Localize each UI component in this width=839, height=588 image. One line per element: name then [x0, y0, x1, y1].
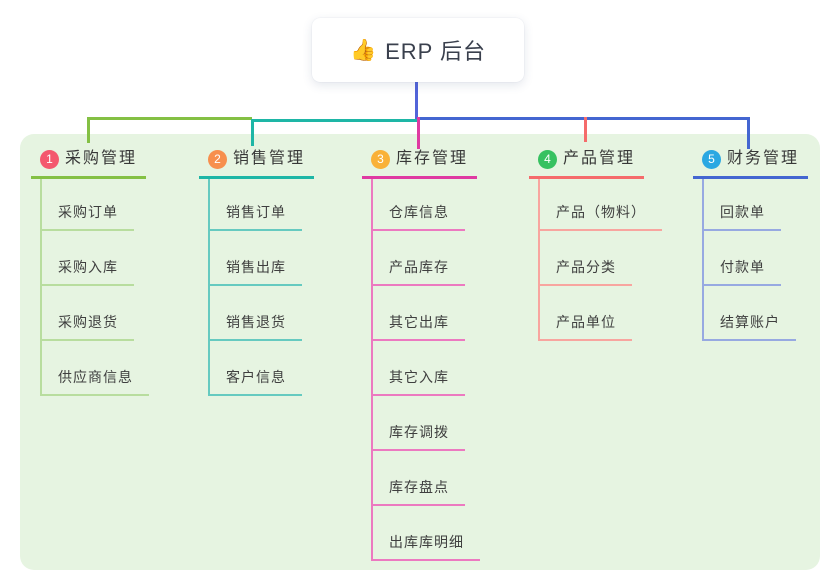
branch-number-badge: 1	[40, 149, 59, 169]
thumbs-up-icon: 👍	[349, 38, 377, 62]
branch-title[interactable]: 3 库存管理	[362, 149, 477, 179]
child-node: 产品分类	[538, 231, 662, 286]
branch-title-label: 销售管理	[233, 150, 306, 167]
child-node: 付款单	[702, 231, 808, 286]
branch-children: 采购订单采购入库采购退货供应商信息	[40, 179, 149, 396]
child-node-label[interactable]: 产品分类	[538, 257, 632, 286]
child-node: 销售出库	[208, 231, 314, 286]
rail-segment	[88, 117, 252, 120]
child-node: 回款单	[702, 179, 808, 231]
child-node-label[interactable]: 产品（物料）	[538, 202, 662, 231]
child-node-label[interactable]: 出库库明细	[371, 532, 480, 561]
child-node-label[interactable]: 库存盘点	[371, 477, 465, 506]
child-node: 出库库明细	[371, 506, 480, 561]
child-node-label[interactable]: 供应商信息	[40, 367, 149, 396]
child-node: 采购订单	[40, 179, 149, 231]
branch-children: 销售订单销售出库销售退货客户信息	[208, 179, 314, 396]
branch-drop-line	[583, 117, 587, 142]
child-node: 销售订单	[208, 179, 314, 231]
child-node: 仓库信息	[371, 179, 480, 231]
child-node-label[interactable]: 采购入库	[40, 257, 134, 286]
branch-drop-line	[416, 117, 420, 149]
background-panel	[20, 134, 820, 570]
child-node-label[interactable]: 产品单位	[538, 312, 632, 341]
child-node: 产品库存	[371, 231, 480, 286]
branch-title-label: 财务管理	[727, 150, 800, 167]
rail-segment	[416, 117, 750, 120]
branch-number-badge: 2	[208, 149, 227, 169]
child-node-label[interactable]: 付款单	[702, 257, 781, 286]
branch-title-label: 库存管理	[396, 150, 469, 167]
root-stem-line	[415, 82, 418, 120]
child-node: 销售退货	[208, 286, 314, 341]
root-node-label: ERP 后台	[385, 39, 487, 64]
branch-title[interactable]: 4 产品管理	[529, 149, 644, 179]
branch-children: 回款单付款单结算账户	[702, 179, 808, 341]
branch-title-label: 产品管理	[563, 150, 636, 167]
child-node-label[interactable]: 其它出库	[371, 312, 465, 341]
branch-title[interactable]: 1 采购管理	[31, 149, 146, 179]
child-node: 采购入库	[40, 231, 149, 286]
branch-销售管理: 2 销售管理销售订单销售出库销售退货客户信息	[199, 149, 314, 396]
child-node: 其它出库	[371, 286, 480, 341]
branch-title[interactable]: 2 销售管理	[199, 149, 314, 179]
child-node-label[interactable]: 库存调拨	[371, 422, 465, 451]
branch-采购管理: 1 采购管理采购订单采购入库采购退货供应商信息	[31, 149, 149, 396]
branch-number-badge: 4	[538, 149, 557, 169]
child-node-label[interactable]: 销售订单	[208, 202, 302, 231]
branch-财务管理: 5 财务管理回款单付款单结算账户	[693, 149, 808, 341]
branch-number-badge: 5	[702, 149, 721, 169]
branch-产品管理: 4 产品管理产品（物料） 产品分类产品单位	[529, 149, 662, 341]
branch-children: 仓库信息产品库存其它出库其它入库库存调拨库存盘点出库库明细	[371, 179, 480, 561]
branch-drop-line	[250, 119, 254, 146]
child-node-label[interactable]: 其它入库	[371, 367, 465, 396]
root-node[interactable]: 👍 ERP 后台	[312, 18, 524, 82]
child-node: 结算账户	[702, 286, 808, 341]
child-node: 库存调拨	[371, 396, 480, 451]
child-node-label[interactable]: 产品库存	[371, 257, 465, 286]
branch-children: 产品（物料） 产品分类产品单位	[538, 179, 662, 341]
child-node-label[interactable]: 销售退货	[208, 312, 302, 341]
branch-库存管理: 3 库存管理仓库信息产品库存其它出库其它入库库存调拨库存盘点出库库明细	[362, 149, 480, 561]
rail-segment	[252, 119, 418, 122]
child-node-label[interactable]: 回款单	[702, 202, 781, 231]
child-node: 供应商信息	[40, 341, 149, 396]
child-node-label[interactable]: 销售出库	[208, 257, 302, 286]
branch-title[interactable]: 5 财务管理	[693, 149, 808, 179]
child-node: 库存盘点	[371, 451, 480, 506]
child-node: 其它入库	[371, 341, 480, 396]
branch-drop-line	[86, 117, 90, 143]
child-node-label[interactable]: 结算账户	[702, 312, 796, 341]
child-node-label[interactable]: 采购退货	[40, 312, 134, 341]
branch-number-badge: 3	[371, 149, 390, 169]
child-node-label[interactable]: 仓库信息	[371, 202, 465, 231]
branch-title-label: 采购管理	[65, 150, 138, 167]
child-node: 产品（物料）	[538, 179, 662, 231]
child-node-label[interactable]: 客户信息	[208, 367, 302, 396]
child-node-label[interactable]: 采购订单	[40, 202, 134, 231]
branch-drop-line	[746, 117, 750, 149]
child-node: 客户信息	[208, 341, 314, 396]
child-node: 产品单位	[538, 286, 662, 341]
child-node: 采购退货	[40, 286, 149, 341]
